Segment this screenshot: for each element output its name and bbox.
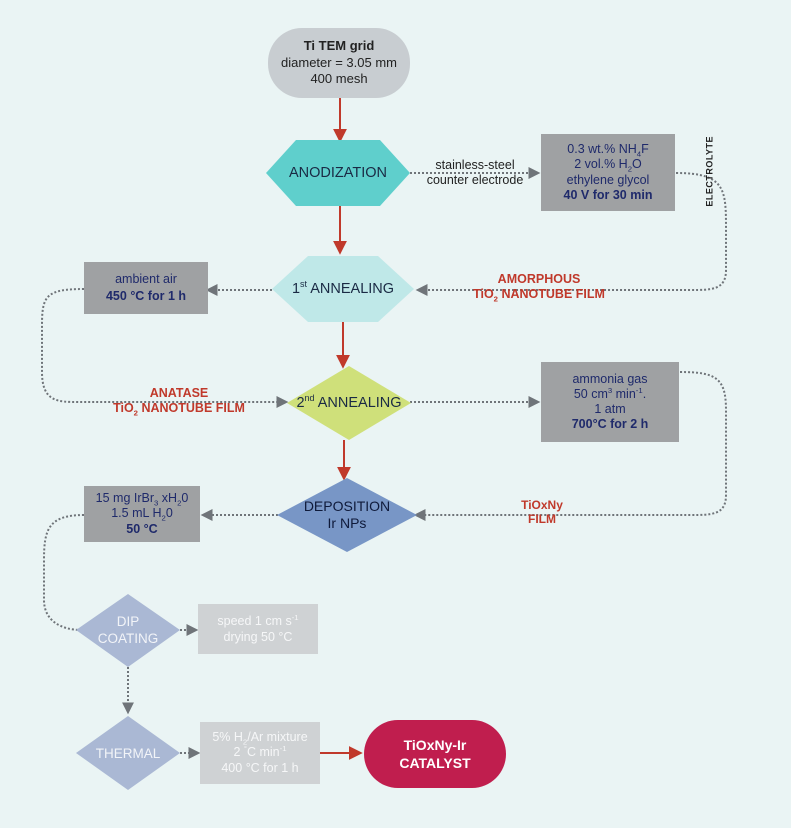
anodization-node: ANODIZATION	[266, 140, 410, 206]
electrolyte-voltage: 40 V for 30 min	[563, 187, 653, 202]
electrolyte-box: 0.3 wt.% NH4F 2 vol.% H2O ethylene glyco…	[541, 134, 675, 211]
tioxny-line2: FILM	[528, 512, 556, 527]
dip-coating-node: DIP COATING	[76, 594, 180, 667]
ti-tem-grid-mesh: 400 mesh	[310, 71, 368, 87]
ammonia-pressure: 1 atm	[594, 402, 626, 416]
anatase-line1: ANATASE	[149, 386, 209, 400]
electrolyte-nh4f: 0.3 wt.% NH4F	[567, 142, 649, 159]
h2-ar-box: 5% H2/Ar mixture 2 °C min-1 400 °C for 1…	[200, 722, 320, 784]
amorphous-line2: TiO2 NANOTUBE FILM	[473, 286, 605, 304]
thermal-node: THERMAL	[76, 716, 180, 790]
electrolyte-h2o: 2 vol.% H2O	[574, 157, 642, 174]
dotted-irbr-to-dip	[43, 514, 85, 631]
ti-tem-grid-title: Ti TEM grid	[303, 37, 375, 53]
dotted-ambient-to-annealing2	[41, 288, 289, 408]
ammonia-flow: 50 cm3 min-1.	[573, 385, 647, 401]
catalyst-label: CATALYST	[399, 755, 471, 771]
annealing2-label: 2nd ANNEALING	[296, 393, 402, 411]
ammonia-box: ammonia gas 50 cm3 min-1. 1 atm 700°C fo…	[541, 362, 679, 442]
anodization-label: ANODIZATION	[288, 165, 387, 181]
counter-electrode-line1: stainless-steel	[435, 158, 515, 172]
dip-coating-label2: COATING	[97, 630, 159, 646]
annealing1-node: 1st ANNEALING	[272, 256, 414, 322]
ambient-air-box: ambient air 450 °C for 1 h	[84, 262, 208, 314]
irbr3-box: 15 mg IrBr3 xH20 1.5 mL H20 50 °C	[84, 486, 200, 542]
electrolyte-glycol: ethylene glycol	[566, 172, 650, 187]
deposition-node: DEPOSITION Ir NPs	[277, 478, 417, 552]
h2-ar-ramp: 2 °C min-1	[233, 744, 287, 760]
dotted-electrolyte-to-annealing1	[415, 172, 727, 296]
ambient-air-temp: 450 °C for 1 h	[105, 289, 187, 303]
thermal-label: THERMAL	[95, 745, 161, 761]
drying-text: drying 50 °C	[223, 630, 293, 644]
irbr3-water: 1.5 mL H20	[111, 506, 173, 523]
ti-tem-grid-node: Ti TEM grid diameter = 3.05 mm 400 mesh	[268, 28, 410, 98]
speed-text: speed 1 cm s-1	[217, 612, 299, 628]
dotted-ammonia-to-deposition	[413, 371, 727, 521]
ammonia-gas: ammonia gas	[572, 371, 648, 386]
electrolyte-side-label: ELECTROLYTE	[704, 135, 715, 207]
irbr3-amount: 15 mg IrBr3 xH20	[95, 491, 189, 508]
annealing1-label: 1st ANNEALING	[291, 279, 395, 297]
deposition-label: DEPOSITION	[303, 497, 391, 514]
tioxny-film-label: TiOxNy FILM	[512, 498, 572, 526]
amorphous-film-label: AMORPHOUS TiO2 NANOTUBE FILM	[464, 272, 614, 304]
catalyst-node: TiOxNy-Ir CATALYST	[364, 720, 506, 788]
annealing2-node: 2nd ANNEALING	[287, 366, 411, 440]
catalyst-formula: TiOxNy-Ir	[403, 736, 467, 753]
counter-electrode-label: stainless-steel counter electrode	[416, 158, 534, 188]
speed-box: speed 1 cm s-1 drying 50 °C	[198, 604, 318, 654]
amorphous-line1: AMORPHOUS	[497, 272, 581, 286]
h2-ar-mixture: 5% H2/Ar mixture	[212, 729, 308, 747]
anatase-film-label: ANATASE TiO2 NANOTUBE FILM	[104, 386, 254, 418]
tioxny-line1: TiOxNy	[521, 498, 563, 512]
irbr3-temp: 50 °C	[126, 521, 158, 536]
ambient-air-text: ambient air	[115, 272, 177, 287]
ti-tem-grid-diameter: diameter = 3.05 mm	[281, 54, 397, 70]
h2-ar-temp: 400 °C for 1 h	[221, 760, 299, 775]
dip-coating-label1: DIP	[116, 613, 140, 629]
anatase-line2: TiO2 NANOTUBE FILM	[113, 400, 245, 418]
ammonia-temp: 700°C for 2 h	[571, 417, 649, 432]
counter-electrode-line2: counter electrode	[426, 172, 524, 187]
deposition-sublabel: Ir NPs	[327, 515, 367, 531]
